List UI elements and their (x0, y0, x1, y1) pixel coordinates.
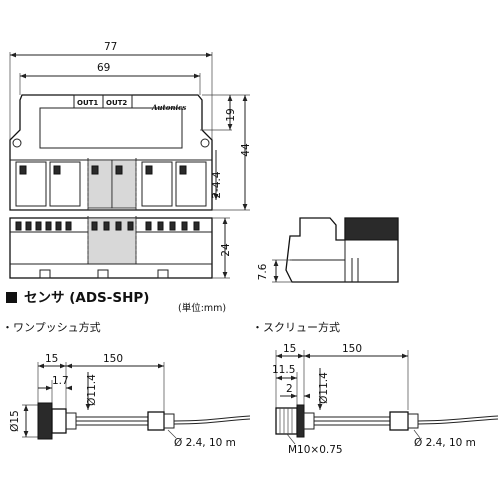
op-connector (147, 411, 165, 431)
dim-body-height: 44 (240, 143, 252, 157)
sc-thread-body (275, 407, 298, 435)
section-header: センサ (ADS-SHP) (単位:mm) ・ワンプッシュ方式 ・スクリュー方式 (2, 290, 340, 334)
terminal-pins (15, 221, 200, 231)
mount-hole-left (12, 138, 22, 148)
screw-sensor: 15 150 11.5 2 Ø11.4 M10×0.75 (272, 343, 499, 456)
title-bullet-square (6, 292, 17, 303)
front-view: 24 (9, 216, 232, 279)
mount-hole-right (200, 138, 210, 148)
one-push-heading: ・ワンプッシュ方式 (2, 320, 101, 334)
sc-dim-thread: 11.5 (272, 364, 295, 376)
sc-connector (389, 411, 409, 431)
out1-label: OUT1 (77, 99, 98, 107)
sc-thread-note: M10×0.75 (288, 444, 343, 456)
sc-dim-cable: 150 (342, 343, 362, 355)
unit-note: (単位:mm) (178, 302, 226, 314)
side-view: 7.6 (257, 217, 399, 283)
op-dim-step: 1.7 (52, 375, 69, 387)
dim-overall-width: 77 (104, 41, 117, 53)
section-title: センサ (ADS-SHP) (24, 290, 149, 306)
sc-thread-lines (279, 408, 293, 434)
op-dim-cable: 150 (103, 353, 123, 365)
sc-dim-step: 2 (286, 383, 293, 395)
screw-heading: ・スクリュー方式 (252, 320, 340, 334)
connector-slots (15, 158, 207, 210)
op-dim-body-dia: Ø15 (9, 410, 21, 432)
dim-inner-width: 69 (97, 62, 110, 74)
op-sensor-face (37, 402, 53, 440)
one-push-sensor: 15 150 1.7 Ø11.4 Ø15 Ø 2.4, 10 m (9, 353, 251, 449)
brand-logo: Autonics (151, 103, 186, 112)
out2-label: OUT2 (106, 99, 127, 107)
dim-hole: 2-4.4 (211, 171, 223, 198)
dim-label-height: 19 (225, 108, 237, 121)
dim-front-height: 24 (220, 243, 232, 257)
top-view: 77 69 OUT1 OUT2 Autonics (9, 41, 252, 211)
sc-dim-head: 15 (283, 343, 296, 355)
dim-side-base: 7.6 (257, 263, 269, 280)
op-dim-nut-dia: Ø11.4 (86, 374, 98, 406)
op-dim-head: 15 (45, 353, 58, 365)
op-cable-note: Ø 2.4, 10 m (174, 437, 236, 449)
sc-cable-note: Ø 2.4, 10 m (414, 437, 476, 449)
sc-dim-nut-dia: Ø11.4 (318, 372, 330, 404)
